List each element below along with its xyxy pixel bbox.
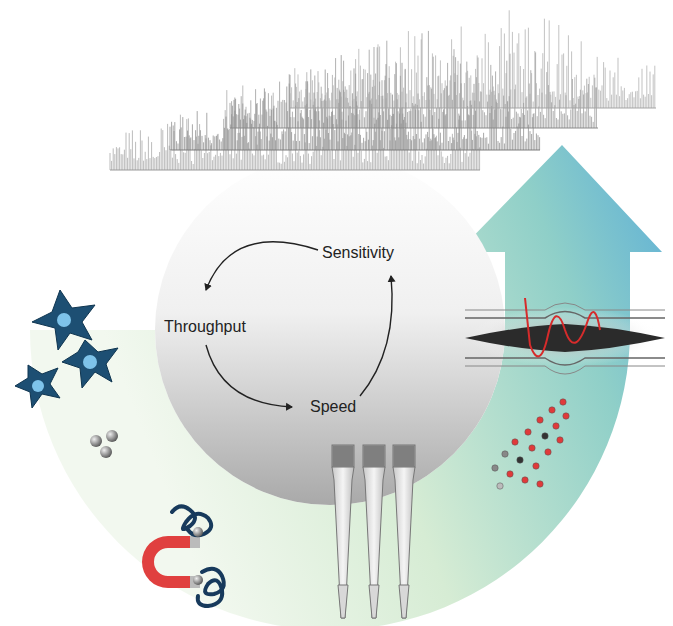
cycle-label: Speed: [310, 397, 356, 416]
cycle-label: Throughput: [164, 317, 246, 336]
cycle-label: Sensitivity: [322, 243, 394, 262]
